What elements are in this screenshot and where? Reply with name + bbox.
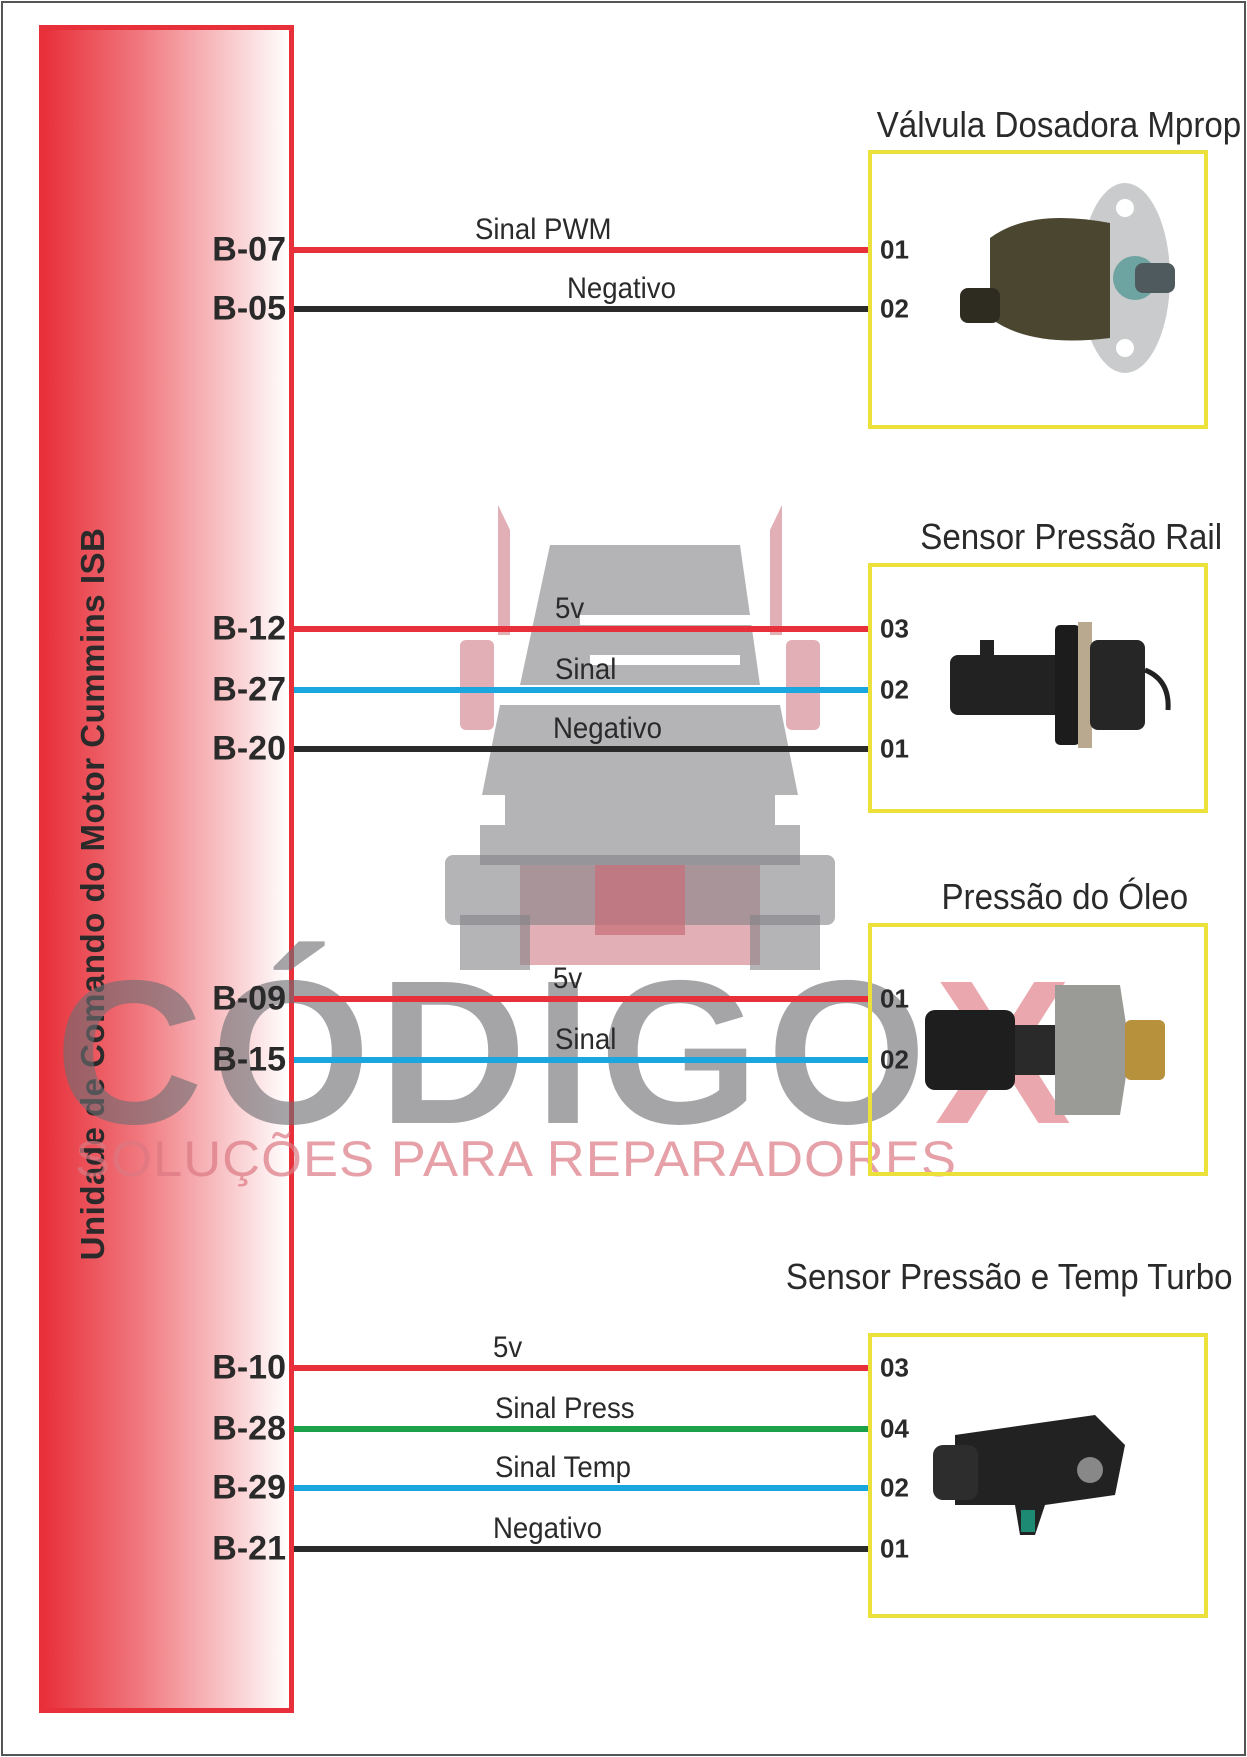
ecu-pin-label: B-10 (212, 1348, 286, 1387)
wire-label: 5v (555, 592, 585, 625)
wire-b-05 (294, 306, 868, 312)
component-pin-label: 03 (880, 1352, 909, 1383)
wire-label: 5v (553, 962, 583, 995)
wire-label: Sinal (555, 1023, 617, 1056)
component-pin-label: 01 (880, 733, 909, 764)
wire-label: 5v (493, 1331, 523, 1364)
ecu-block (39, 25, 294, 1713)
ecu-pin-label: B-21 (212, 1529, 286, 1568)
component-box-1 (868, 150, 1208, 429)
ecu-pin-label: B-20 (212, 729, 286, 768)
component-box-4 (868, 1333, 1208, 1618)
wire-b-21 (294, 1546, 868, 1552)
wire-label: Sinal Temp (495, 1451, 632, 1484)
oil-pressure-sensor-icon (920, 975, 1180, 1130)
component-box-2 (868, 563, 1208, 813)
wire-b-29 (294, 1485, 868, 1491)
component-pin-label: 01 (880, 234, 909, 265)
ecu-pin-label: B-29 (212, 1468, 286, 1507)
component-pin-label: 02 (880, 293, 909, 324)
turbo-map-sensor-icon (925, 1395, 1145, 1550)
component-box-3 (868, 923, 1208, 1176)
ecu-pin-label: B-05 (212, 289, 286, 328)
wire-b-28 (294, 1426, 868, 1432)
wire-b-12 (294, 626, 868, 632)
component-pin-label: 02 (880, 674, 909, 705)
component-pin-label: 03 (880, 613, 909, 644)
wire-label: Negativo (493, 1512, 602, 1545)
wire-label: Sinal PWM (475, 213, 612, 246)
ecu-pin-label: B-09 (212, 979, 286, 1018)
ecu-pin-label: B-28 (212, 1409, 286, 1448)
component-pin-label: 04 (880, 1413, 909, 1444)
component-title: Sensor Pressão Rail (920, 516, 1222, 557)
component-title: Sensor Pressão e Temp Turbo (786, 1256, 1233, 1297)
metering-valve-icon (950, 178, 1180, 383)
component-pin-label: 01 (880, 1533, 909, 1564)
wire-b-10 (294, 1365, 868, 1371)
ecu-pin-label: B-27 (212, 670, 286, 709)
ecu-pin-label: B-15 (212, 1040, 286, 1079)
wire-b-20 (294, 746, 868, 752)
wire-b-27 (294, 687, 868, 693)
wire-label: Negativo (553, 712, 662, 745)
wire-b-09 (294, 996, 868, 1002)
ecu-title: Unidade de Comando do Motor Cummins ISB (74, 527, 111, 1261)
ecu-pin-label: B-07 (212, 230, 286, 269)
wire-label: Sinal (555, 653, 617, 686)
wire-label: Negativo (567, 272, 676, 305)
component-title: Válvula Dosadora Mprop (876, 104, 1241, 145)
component-title: Pressão do Óleo (941, 876, 1188, 917)
wire-b-07 (294, 247, 868, 253)
component-pin-label: 01 (880, 983, 909, 1014)
rail-pressure-sensor-icon (940, 610, 1180, 765)
wire-b-15 (294, 1057, 868, 1063)
component-pin-label: 02 (880, 1472, 909, 1503)
ecu-pin-label: B-12 (212, 609, 286, 648)
wire-label: Sinal Press (495, 1392, 635, 1425)
component-pin-label: 02 (880, 1044, 909, 1075)
